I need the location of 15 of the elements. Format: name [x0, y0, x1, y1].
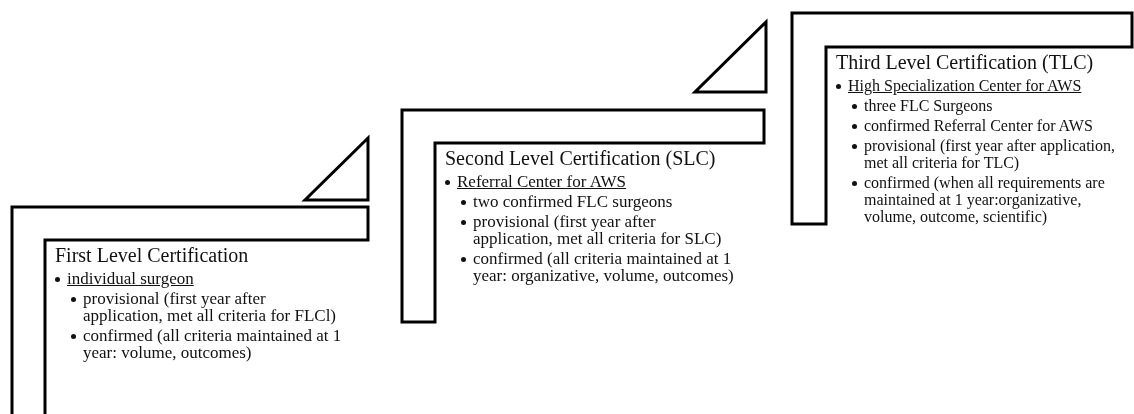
- category-item: High Specialization Center for AWS: [848, 77, 1082, 94]
- level-heading: First Level Certification: [55, 244, 249, 266]
- category-item: Referral Center for AWS: [457, 173, 627, 190]
- bullet-item: provisional (first year after application, met all criteria for TLC): [864, 137, 1116, 171]
- bullet-item: confirmed (when all requirements are maintained at 1 year:organizative, volume, outcome, scientific): [864, 174, 1106, 225]
- bullet-item: provisional (first year after application, met all criteria for SLC): [473, 213, 723, 247]
- bullet-item: provisional (first year after application, met all criteria for FLCl): [83, 290, 338, 324]
- bullet-item: confirmed (all criteria maintained at 1 year: volume, outcomes): [83, 327, 343, 361]
- level-heading: Second Level Certification (SLC): [445, 147, 716, 169]
- level-heading: Third Level Certification (TLC): [836, 51, 1094, 73]
- bullet-item: confirmed Referral Center for AWS: [864, 117, 1094, 134]
- bullet-item: confirmed (all criteria maintained at 1 year: organizative, volume, outcomes): [473, 250, 735, 284]
- bullet-item: two confirmed FLC surgeons: [473, 193, 674, 210]
- bullet-item: three FLC Surgeons: [864, 97, 994, 114]
- category-item: individual surgeon: [67, 270, 194, 287]
